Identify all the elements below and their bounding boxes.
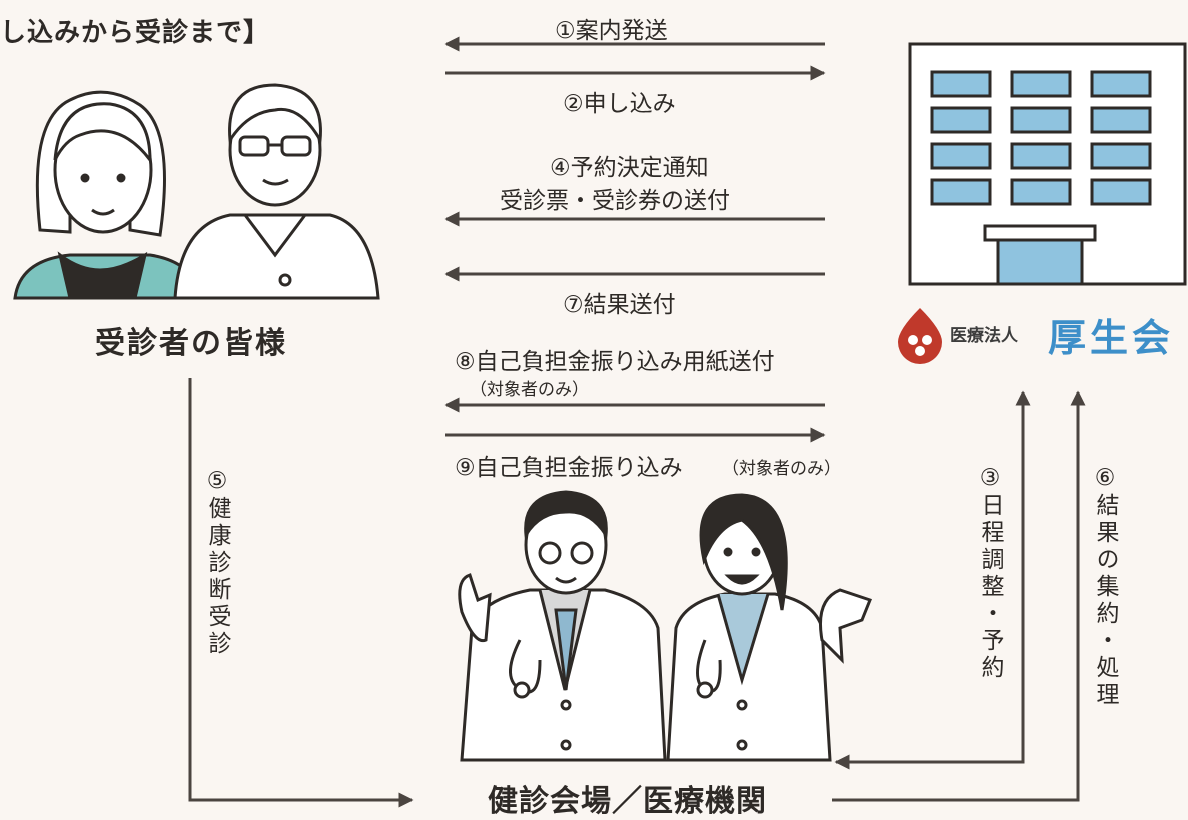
arrow-3	[834, 390, 1031, 770]
step-8-label: ⑧自己負担金振り込み用紙送付	[455, 349, 775, 375]
patients-label: 受診者の皆様	[95, 326, 287, 361]
step-4-sub-label: 受診票・受診券の送付	[500, 188, 730, 214]
org-type-label: 医療法人	[950, 326, 1018, 346]
step-6-number: ⑥	[1092, 465, 1118, 495]
arrow-6	[832, 390, 1086, 802]
arrow-5	[188, 378, 414, 808]
step-3-number: ③	[977, 465, 1003, 495]
building-illustration	[908, 42, 1187, 286]
org-name-label: 厚生会	[1048, 316, 1175, 360]
step-4-label: ④予約決定通知	[550, 155, 709, 181]
step-6-label: 結果の集約・処理	[1092, 493, 1118, 709]
step-3-label: 日程調整・予約	[977, 493, 1003, 682]
diagram-title: し込みから受診まで】	[0, 18, 271, 48]
flow-arrows	[188, 36, 1086, 808]
step-5-number: ⑤	[204, 468, 230, 498]
doctors-illustration	[458, 490, 872, 762]
venue-label: 健診会場／医療機関	[488, 784, 767, 819]
step-1-label: ①案内発送	[555, 18, 668, 44]
step-5-label: 健康診断受診	[204, 496, 230, 658]
step-7-label: ⑦結果送付	[563, 292, 676, 318]
step-9-note: （対象者のみ）	[722, 459, 841, 479]
org-logo-icon	[898, 308, 942, 364]
step-9-label: ⑨自己負担金振り込み	[455, 455, 683, 481]
step-8-note: （対象者のみ）	[470, 380, 589, 400]
step-2-label: ②申し込み	[563, 91, 676, 117]
patients-illustration	[13, 83, 380, 300]
